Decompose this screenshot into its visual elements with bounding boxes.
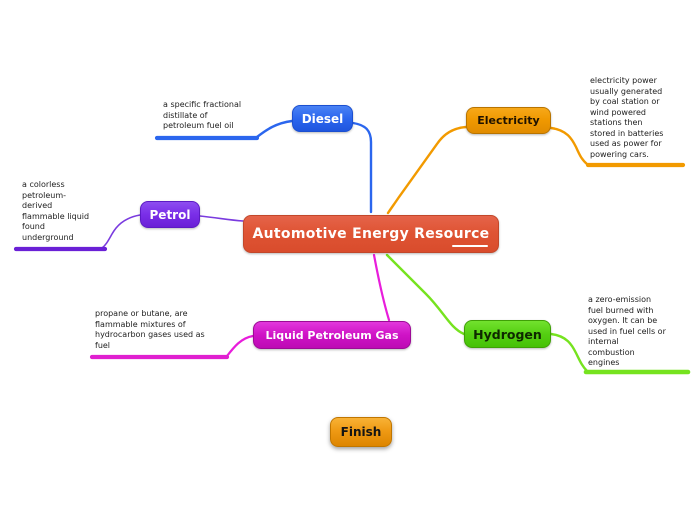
node-diesel[interactable]: Diesel	[292, 105, 353, 132]
electricity-note[interactable]: electricity power usually generated by c…	[590, 76, 664, 159]
electricity-branch-connector	[386, 125, 468, 215]
node-liquid-petroleum-gas[interactable]: Liquid Petroleum Gas	[253, 321, 411, 349]
node-electricity[interactable]: Electricity	[466, 107, 551, 134]
hydrogen-note-connector	[549, 332, 589, 373]
finish-button-label: Finish	[340, 425, 382, 439]
hydrogen-branch-connector	[385, 253, 466, 336]
node-hydrogen-label: Hydrogen	[473, 326, 542, 342]
diesel-note-connector	[255, 119, 294, 139]
node-petrol-label: Petrol	[149, 207, 191, 222]
node-petrol[interactable]: Petrol	[140, 201, 200, 228]
diesel-note[interactable]: a specific fractional distillate of petr…	[163, 100, 242, 130]
diesel-branch-connector	[351, 121, 373, 214]
node-diesel-label: Diesel	[301, 111, 344, 126]
node-liquid-petroleum-gas-label: Liquid Petroleum Gas	[265, 328, 399, 342]
hydrogen-note[interactable]: a zero-emission fuel burned with oxygen.…	[588, 295, 666, 367]
lpg-note[interactable]: propane or butane, are flammable mixture…	[95, 309, 205, 350]
root-node-automotive-energy-resource[interactable]: Automotive Energy Resource	[243, 215, 499, 253]
petrol-note[interactable]: a colorless petroleum- derived flammable…	[22, 180, 90, 242]
lpg-branch-connector	[372, 253, 391, 322]
petrol-note-connector	[101, 214, 141, 249]
root-node-label: Automotive Energy Resource	[252, 226, 490, 242]
finish-button[interactable]: Finish	[330, 417, 392, 447]
node-electricity-label: Electricity	[477, 114, 540, 127]
petrol-branch-connector	[199, 215, 244, 222]
lpg-note-connector	[225, 334, 255, 358]
node-hydrogen[interactable]: Hydrogen	[464, 320, 551, 348]
edit-caret-underline	[452, 245, 488, 247]
electricity-note-connector	[549, 126, 590, 167]
